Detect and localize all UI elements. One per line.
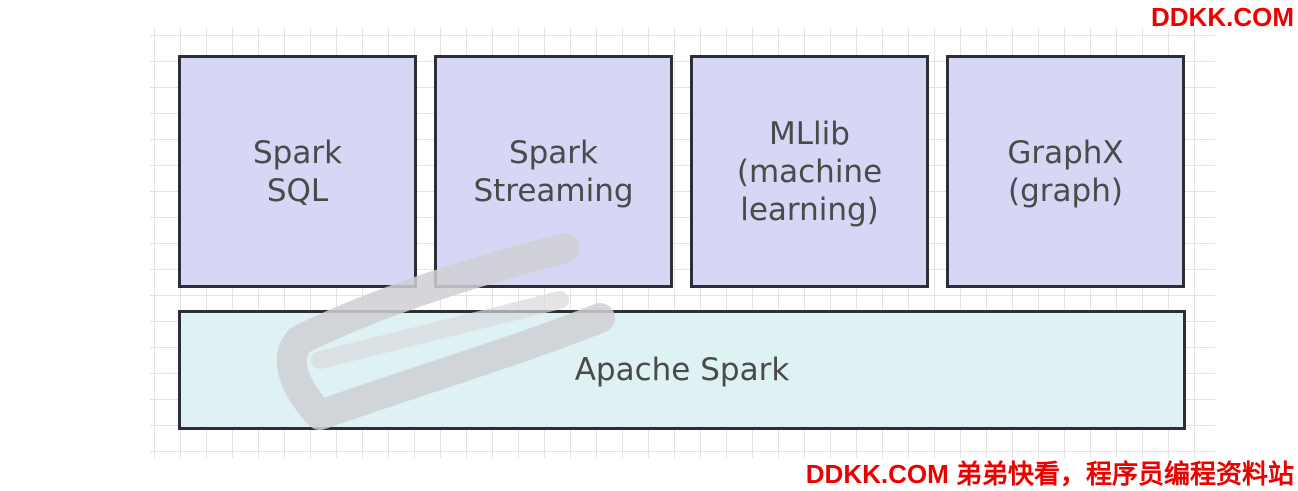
mllib-label: MLlib (machine learning) xyxy=(736,115,883,228)
spark-streaming-label: Spark Streaming xyxy=(473,134,634,209)
spark-sql-label: Spark SQL xyxy=(252,134,343,209)
graphx-label: GraphX (graph) xyxy=(1007,134,1124,209)
watermark-bottom: DDKK.COM 弟弟快看，程序员编程资料站 xyxy=(805,459,1294,489)
spark-streaming-box: Spark Streaming xyxy=(434,55,673,288)
apache-spark-label: Apache Spark xyxy=(574,352,790,388)
graphx-box: GraphX (graph) xyxy=(946,55,1185,288)
spark-sql-box: Spark SQL xyxy=(178,55,417,288)
watermark-top: DDKK.COM xyxy=(1151,2,1294,32)
mllib-box: MLlib (machine learning) xyxy=(690,55,929,288)
